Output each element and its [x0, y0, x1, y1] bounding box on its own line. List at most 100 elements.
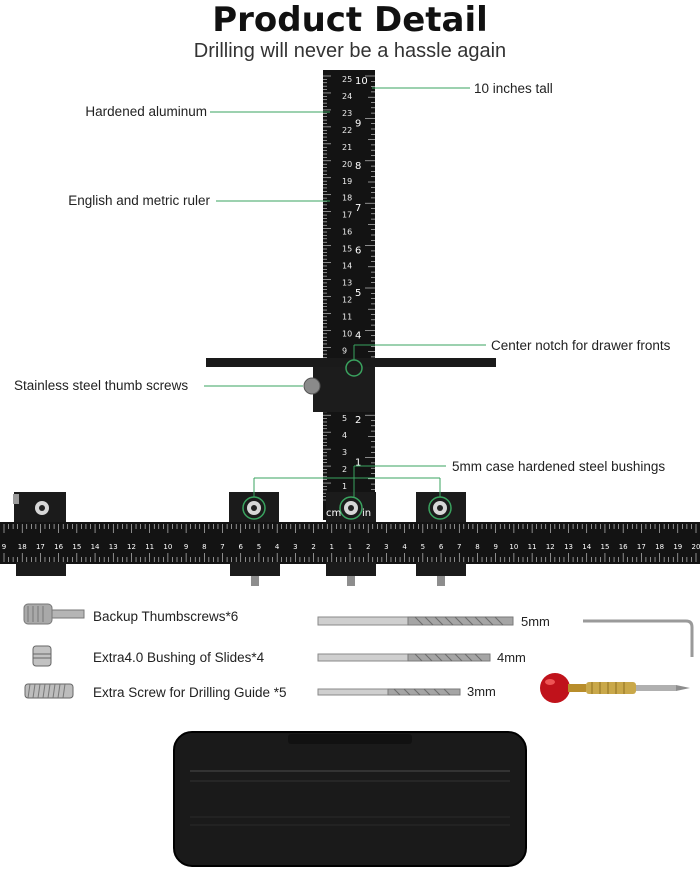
horizontal-ruler-label: 6: [439, 543, 444, 551]
ruler-cm-label: 4: [342, 431, 347, 440]
page-subtitle: Drilling will never be a hassle again: [193, 40, 507, 62]
horizontal-ruler-label: 10: [163, 543, 172, 551]
horizontal-ruler-label: 12: [127, 543, 136, 551]
ruler-cm-label: 12: [342, 295, 352, 304]
horizontal-ruler-label: 13: [564, 543, 573, 551]
horizontal-ruler-label: 7: [457, 543, 461, 551]
horizontal-ruler-label: 15: [72, 543, 81, 551]
hex-key-icon: [583, 619, 694, 657]
horizontal-ruler-label: 14: [91, 543, 100, 551]
ruler-cm-label: 22: [342, 126, 352, 135]
horizontal-ruler-label: 7: [220, 543, 224, 551]
horizontal-ruler-label: 16: [54, 543, 63, 551]
center-punch-icon: [540, 673, 690, 703]
callout-ruler: English and metric ruler: [68, 193, 210, 208]
horizontal-ruler-label: 8: [202, 543, 206, 551]
drill-bit-4mm-icon: [317, 653, 491, 662]
ruler-cm-label: 5: [342, 414, 347, 423]
slide-block: [313, 367, 375, 412]
callout-lines: [204, 87, 486, 497]
ruler-cm-label: 9: [342, 346, 347, 355]
ruler-cm-label: 10: [342, 329, 352, 338]
horizontal-ruler-label: 17: [36, 543, 45, 551]
ruler-in-label: 10: [355, 76, 368, 87]
ruler-in-label: 7: [355, 203, 361, 214]
callout-center-notch: Center notch for drawer fronts: [491, 338, 671, 353]
drill-bit-3mm-icon: [317, 688, 461, 696]
ruler-cm-label: 17: [342, 211, 352, 220]
ruler-in-label: 1: [355, 458, 361, 469]
drill-bit-5mm-icon: [317, 616, 514, 626]
ruler-cm-label: 1: [342, 482, 347, 491]
accessory-screws-label: Extra Screw for Drilling Guide *5: [93, 685, 287, 700]
ruler-in-label: 8: [355, 161, 361, 172]
horizontal-ruler-label: 15: [600, 543, 609, 551]
horizontal-ruler-label: 9: [2, 543, 6, 551]
horizontal-ruler-label: 3: [384, 543, 388, 551]
ruler-in-label: 5: [355, 288, 361, 299]
ruler-in-label: 9: [355, 118, 361, 129]
horizontal-ruler-ticks: [3, 524, 697, 562]
horizontal-ruler-label: 4: [275, 543, 280, 551]
ruler-in-unit: in: [362, 508, 372, 519]
thumb-screw-knob: [303, 377, 321, 395]
callout-thumb-screws: Stainless steel thumb screws: [14, 378, 189, 393]
ruler-in-label: 4: [355, 330, 361, 341]
horizontal-ruler-label: 2: [311, 543, 315, 551]
horizontal-ruler-label: 18: [18, 543, 27, 551]
horizontal-ruler-label: 1: [330, 543, 334, 551]
horizontal-ruler-label: 5: [257, 543, 261, 551]
carrying-case-icon: [173, 731, 527, 867]
ruler-in-label: 6: [355, 246, 361, 257]
ruler-cm-label: 19: [342, 177, 352, 186]
ruler-cm-label: 2: [342, 465, 347, 474]
ruler-cm-label: 20: [342, 160, 352, 169]
accessory-thumbscrews-label: Backup Thumbscrews*6: [93, 609, 239, 624]
horizontal-ruler-label: 13: [109, 543, 118, 551]
horizontal-ruler-label: 17: [637, 543, 646, 551]
horizontal-ruler-label: 1: [348, 543, 352, 551]
horizontal-ruler-label: 14: [582, 543, 591, 551]
ruler-cm-label: 23: [342, 109, 352, 118]
ruler-cm-unit: cm: [326, 508, 342, 519]
horizontal-ruler-label: 9: [184, 543, 188, 551]
ruler-cm-label: 21: [342, 143, 352, 152]
drill-bit-3mm-label: 3mm: [467, 684, 496, 699]
drill-bit-5mm-label: 5mm: [521, 614, 550, 629]
horizontal-ruler-label: 4: [402, 543, 407, 551]
thumbscrew-icon: [23, 603, 85, 625]
horizontal-ruler-label: 8: [475, 543, 479, 551]
horizontal-ruler-label: 11: [145, 543, 154, 551]
horizontal-ruler-label: 9: [493, 543, 497, 551]
ruler-cm-label: 25: [342, 75, 352, 84]
callout-bushings: 5mm case hardened steel bushings: [452, 459, 666, 474]
ruler-cm-label: 3: [342, 448, 347, 457]
horizontal-ruler-label: 5: [421, 543, 425, 551]
callout-height: 10 inches tall: [474, 81, 553, 96]
horizontal-ruler-label: 16: [619, 543, 628, 551]
ruler-cm-label: 18: [342, 194, 352, 203]
bushing-icon: [32, 645, 52, 667]
callout-hardened-aluminum: Hardened aluminum: [85, 104, 207, 119]
horizontal-ruler-label: 11: [528, 543, 537, 551]
ruler-cm-label: 11: [342, 312, 352, 321]
accessory-bushings-label: Extra4.0 Bushing of Slides*4: [93, 650, 265, 665]
ruler-in-label: 2: [355, 415, 361, 426]
page-title: Product Detail: [212, 0, 488, 40]
horizontal-ruler-label: 10: [509, 543, 518, 551]
ruler-cm-label: 16: [342, 228, 352, 237]
horizontal-ruler-label: 2: [366, 543, 370, 551]
vertical-ruler: [323, 70, 375, 520]
horizontal-ruler-label: 18: [655, 543, 664, 551]
ruler-cm-label: 15: [342, 245, 352, 254]
horizontal-ruler-label: 12: [546, 543, 555, 551]
drawer-front-plate: [206, 358, 496, 367]
ruler-cm-label: 14: [342, 262, 352, 271]
ruler-cm-label: 13: [342, 279, 352, 288]
drill-bit-4mm-label: 4mm: [497, 650, 526, 665]
horizontal-ruler-label: 3: [293, 543, 297, 551]
horizontal-ruler-label: 20: [692, 543, 700, 551]
horizontal-ruler-label: 19: [673, 543, 682, 551]
